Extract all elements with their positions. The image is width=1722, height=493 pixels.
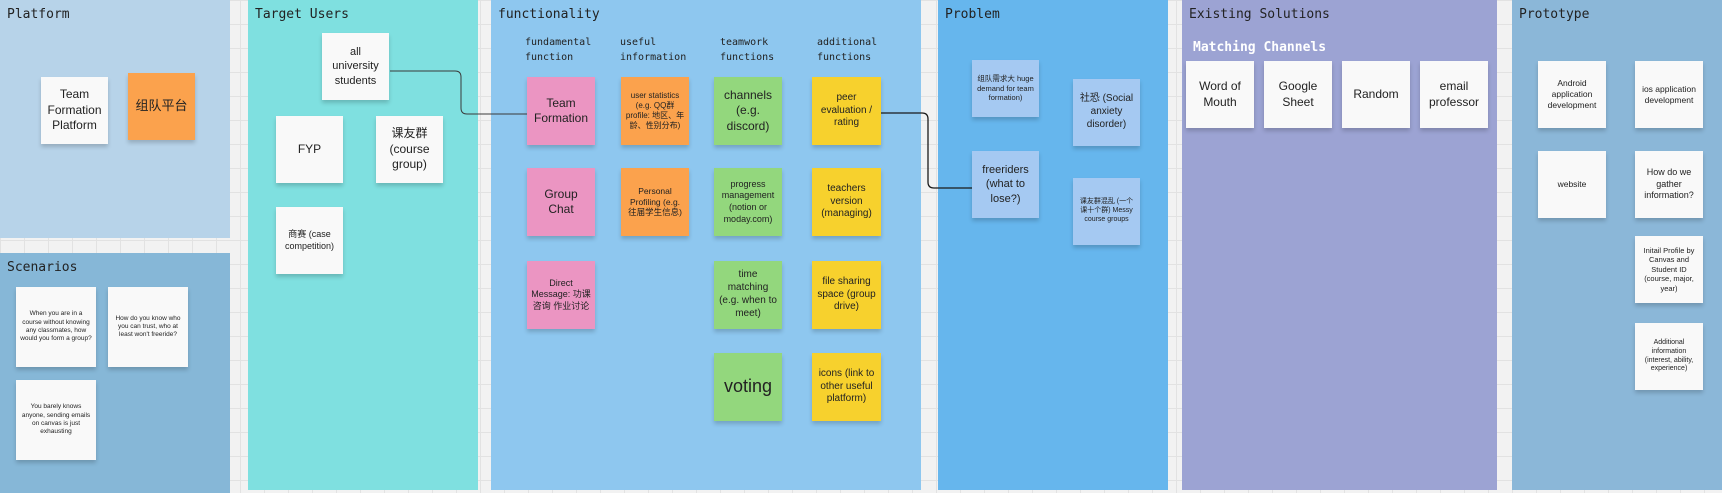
- sticky-google-sheet[interactable]: Google Sheet: [1264, 61, 1332, 128]
- sticky-text: website: [1557, 179, 1587, 190]
- sticky-scenario-no-classmates[interactable]: When you are in a course without knowing…: [16, 287, 96, 367]
- sticky-gather-information[interactable]: How do we gather information?: [1635, 151, 1703, 218]
- sticky-random[interactable]: Random: [1342, 61, 1410, 128]
- sticky-text: FYP: [297, 141, 322, 156]
- sticky-messy-course-groups[interactable]: 课友群混乱 (一个课十个群) Messy course groups: [1073, 178, 1140, 245]
- sticky-text: Initail Profile by Canvas and Student ID…: [1643, 245, 1695, 293]
- sticky-text: When you are in a course without knowing…: [20, 310, 92, 343]
- sticky-team-formation[interactable]: Team Formation: [527, 77, 595, 145]
- sticky-personal-profiling[interactable]: Personal Profiling (e.g. 往届学生信息): [621, 168, 689, 236]
- frame-title-existing-solutions: Existing Solutions: [1189, 7, 1330, 22]
- sticky-all-university-students[interactable]: all university students: [322, 33, 389, 100]
- sticky-text: Google Sheet: [1278, 79, 1318, 109]
- frame-title-platform: Platform: [7, 7, 70, 22]
- sticky-text: all university students: [332, 46, 379, 87]
- sticky-progress-management[interactable]: progress management (notion or moday.com…: [714, 168, 782, 236]
- sticky-text: Word of Mouth: [1199, 79, 1241, 109]
- sticky-text: freeriders (what to lose?): [982, 164, 1029, 205]
- sticky-text: channels (e.g. discord): [723, 87, 773, 133]
- sticky-text: Random: [1353, 86, 1399, 101]
- col-header-useful-info: useful information: [620, 37, 687, 63]
- frame-title-prototype: Prototype: [1519, 7, 1590, 22]
- sticky-text: icons (link to other useful platform): [818, 367, 875, 405]
- sticky-text: 社恐 (Social anxiety disorder): [1079, 93, 1134, 130]
- sticky-huge-demand[interactable]: 组队需求大 huge demand for team formation): [972, 60, 1039, 117]
- sticky-freeriders[interactable]: freeriders (what to lose?): [972, 151, 1039, 218]
- frame-title-scenarios: Scenarios: [7, 260, 78, 275]
- sticky-case-competition[interactable]: 商赛 (case competition): [276, 207, 343, 274]
- sticky-scenario-barely-knows[interactable]: You barely knows anyone, sending emails …: [16, 380, 96, 460]
- sticky-text: file sharing space (group drive): [817, 275, 876, 313]
- sticky-group-chat[interactable]: Group Chat: [527, 168, 595, 236]
- sticky-initial-profile[interactable]: Initail Profile by Canvas and Student ID…: [1635, 236, 1703, 303]
- subheading-matching-channels: Matching Channels: [1193, 40, 1327, 55]
- sticky-text: Group Chat: [544, 186, 578, 216]
- frame-title-problem: Problem: [945, 7, 1000, 22]
- sticky-email-professor[interactable]: email professor: [1420, 61, 1488, 128]
- sticky-channels[interactable]: channels (e.g. discord): [714, 77, 782, 145]
- sticky-user-statistics[interactable]: user statistics (e.g. QQ群profile: 地区、年龄、…: [621, 77, 689, 145]
- sticky-fyp[interactable]: FYP: [276, 116, 343, 183]
- sticky-text: How do you know who you can trust, who a…: [115, 314, 181, 339]
- sticky-text: 商赛 (case competition): [284, 228, 335, 251]
- sticky-text: peer evaluation / rating: [820, 91, 873, 129]
- sticky-website[interactable]: website: [1538, 151, 1606, 218]
- sticky-text: Team Formation Platform: [47, 87, 102, 133]
- frame-title-target-users: Target Users: [255, 7, 349, 22]
- sticky-text: 组队需求大 huge demand for team formation): [977, 74, 1034, 103]
- sticky-peer-evaluation[interactable]: peer evaluation / rating: [812, 77, 881, 145]
- sticky-voting[interactable]: voting: [714, 353, 782, 421]
- sticky-text: Team Formation: [533, 95, 589, 125]
- sticky-text: 组队平台: [135, 98, 188, 114]
- sticky-text: 课友群混乱 (一个课十个群) Messy course groups: [1079, 198, 1134, 223]
- sticky-time-matching[interactable]: time matching (e.g. when to meet): [714, 261, 782, 329]
- sticky-text: Direct Message: 功课咨询 作业讨论: [531, 277, 591, 311]
- sticky-text: Android application development: [1547, 78, 1597, 110]
- sticky-text: teachers version (managing): [821, 182, 872, 220]
- sticky-text: Personal Profiling (e.g. 往届学生信息): [628, 185, 682, 218]
- sticky-ios-development[interactable]: ios application development: [1635, 61, 1703, 128]
- connector-target-users-to-team-formation: [390, 70, 527, 115]
- sticky-text: user statistics (e.g. QQ群profile: 地区、年龄、…: [625, 90, 685, 131]
- sticky-icons-link[interactable]: icons (link to other useful platform): [812, 353, 881, 421]
- sticky-course-group[interactable]: 课友群 (course group): [376, 116, 443, 183]
- sticky-team-formation-platform[interactable]: Team Formation Platform: [41, 77, 108, 144]
- sticky-teachers-version[interactable]: teachers version (managing): [812, 168, 881, 236]
- sticky-word-of-mouth[interactable]: Word of Mouth: [1186, 61, 1254, 128]
- sticky-text: You barely knows anyone, sending emails …: [21, 403, 91, 436]
- sticky-direct-message[interactable]: Direct Message: 功课咨询 作业讨论: [527, 261, 595, 329]
- sticky-android-development[interactable]: Android application development: [1538, 61, 1606, 128]
- sticky-text: 课友群 (course group): [389, 126, 430, 172]
- sticky-text: How do we gather information?: [1644, 167, 1694, 201]
- sticky-scenario-trust[interactable]: How do you know who you can trust, who a…: [108, 287, 188, 367]
- col-header-fundamental: fundamental function: [525, 37, 592, 63]
- sticky-text: progress management (notion or moday.com…: [721, 178, 775, 224]
- sticky-text: email professor: [1428, 79, 1480, 109]
- sticky-text: Additional information (interest, abilit…: [1644, 338, 1694, 373]
- col-header-teamwork: teamwork functions: [720, 37, 775, 63]
- col-header-additional: additional functions: [817, 37, 878, 63]
- sticky-social-anxiety[interactable]: 社恐 (Social anxiety disorder): [1073, 79, 1140, 146]
- frame-title-functionality: functionality: [498, 7, 600, 22]
- sticky-additional-information[interactable]: Additional information (interest, abilit…: [1635, 323, 1703, 390]
- sticky-text: voting: [723, 376, 773, 397]
- sticky-zudui-pingtai[interactable]: 组队平台: [128, 73, 195, 140]
- connector-peer-eval-to-freeriders: [881, 112, 972, 189]
- sticky-text: time matching (e.g. when to meet): [719, 269, 777, 319]
- sticky-file-sharing[interactable]: file sharing space (group drive): [812, 261, 881, 329]
- sticky-text: ios application development: [1642, 83, 1696, 105]
